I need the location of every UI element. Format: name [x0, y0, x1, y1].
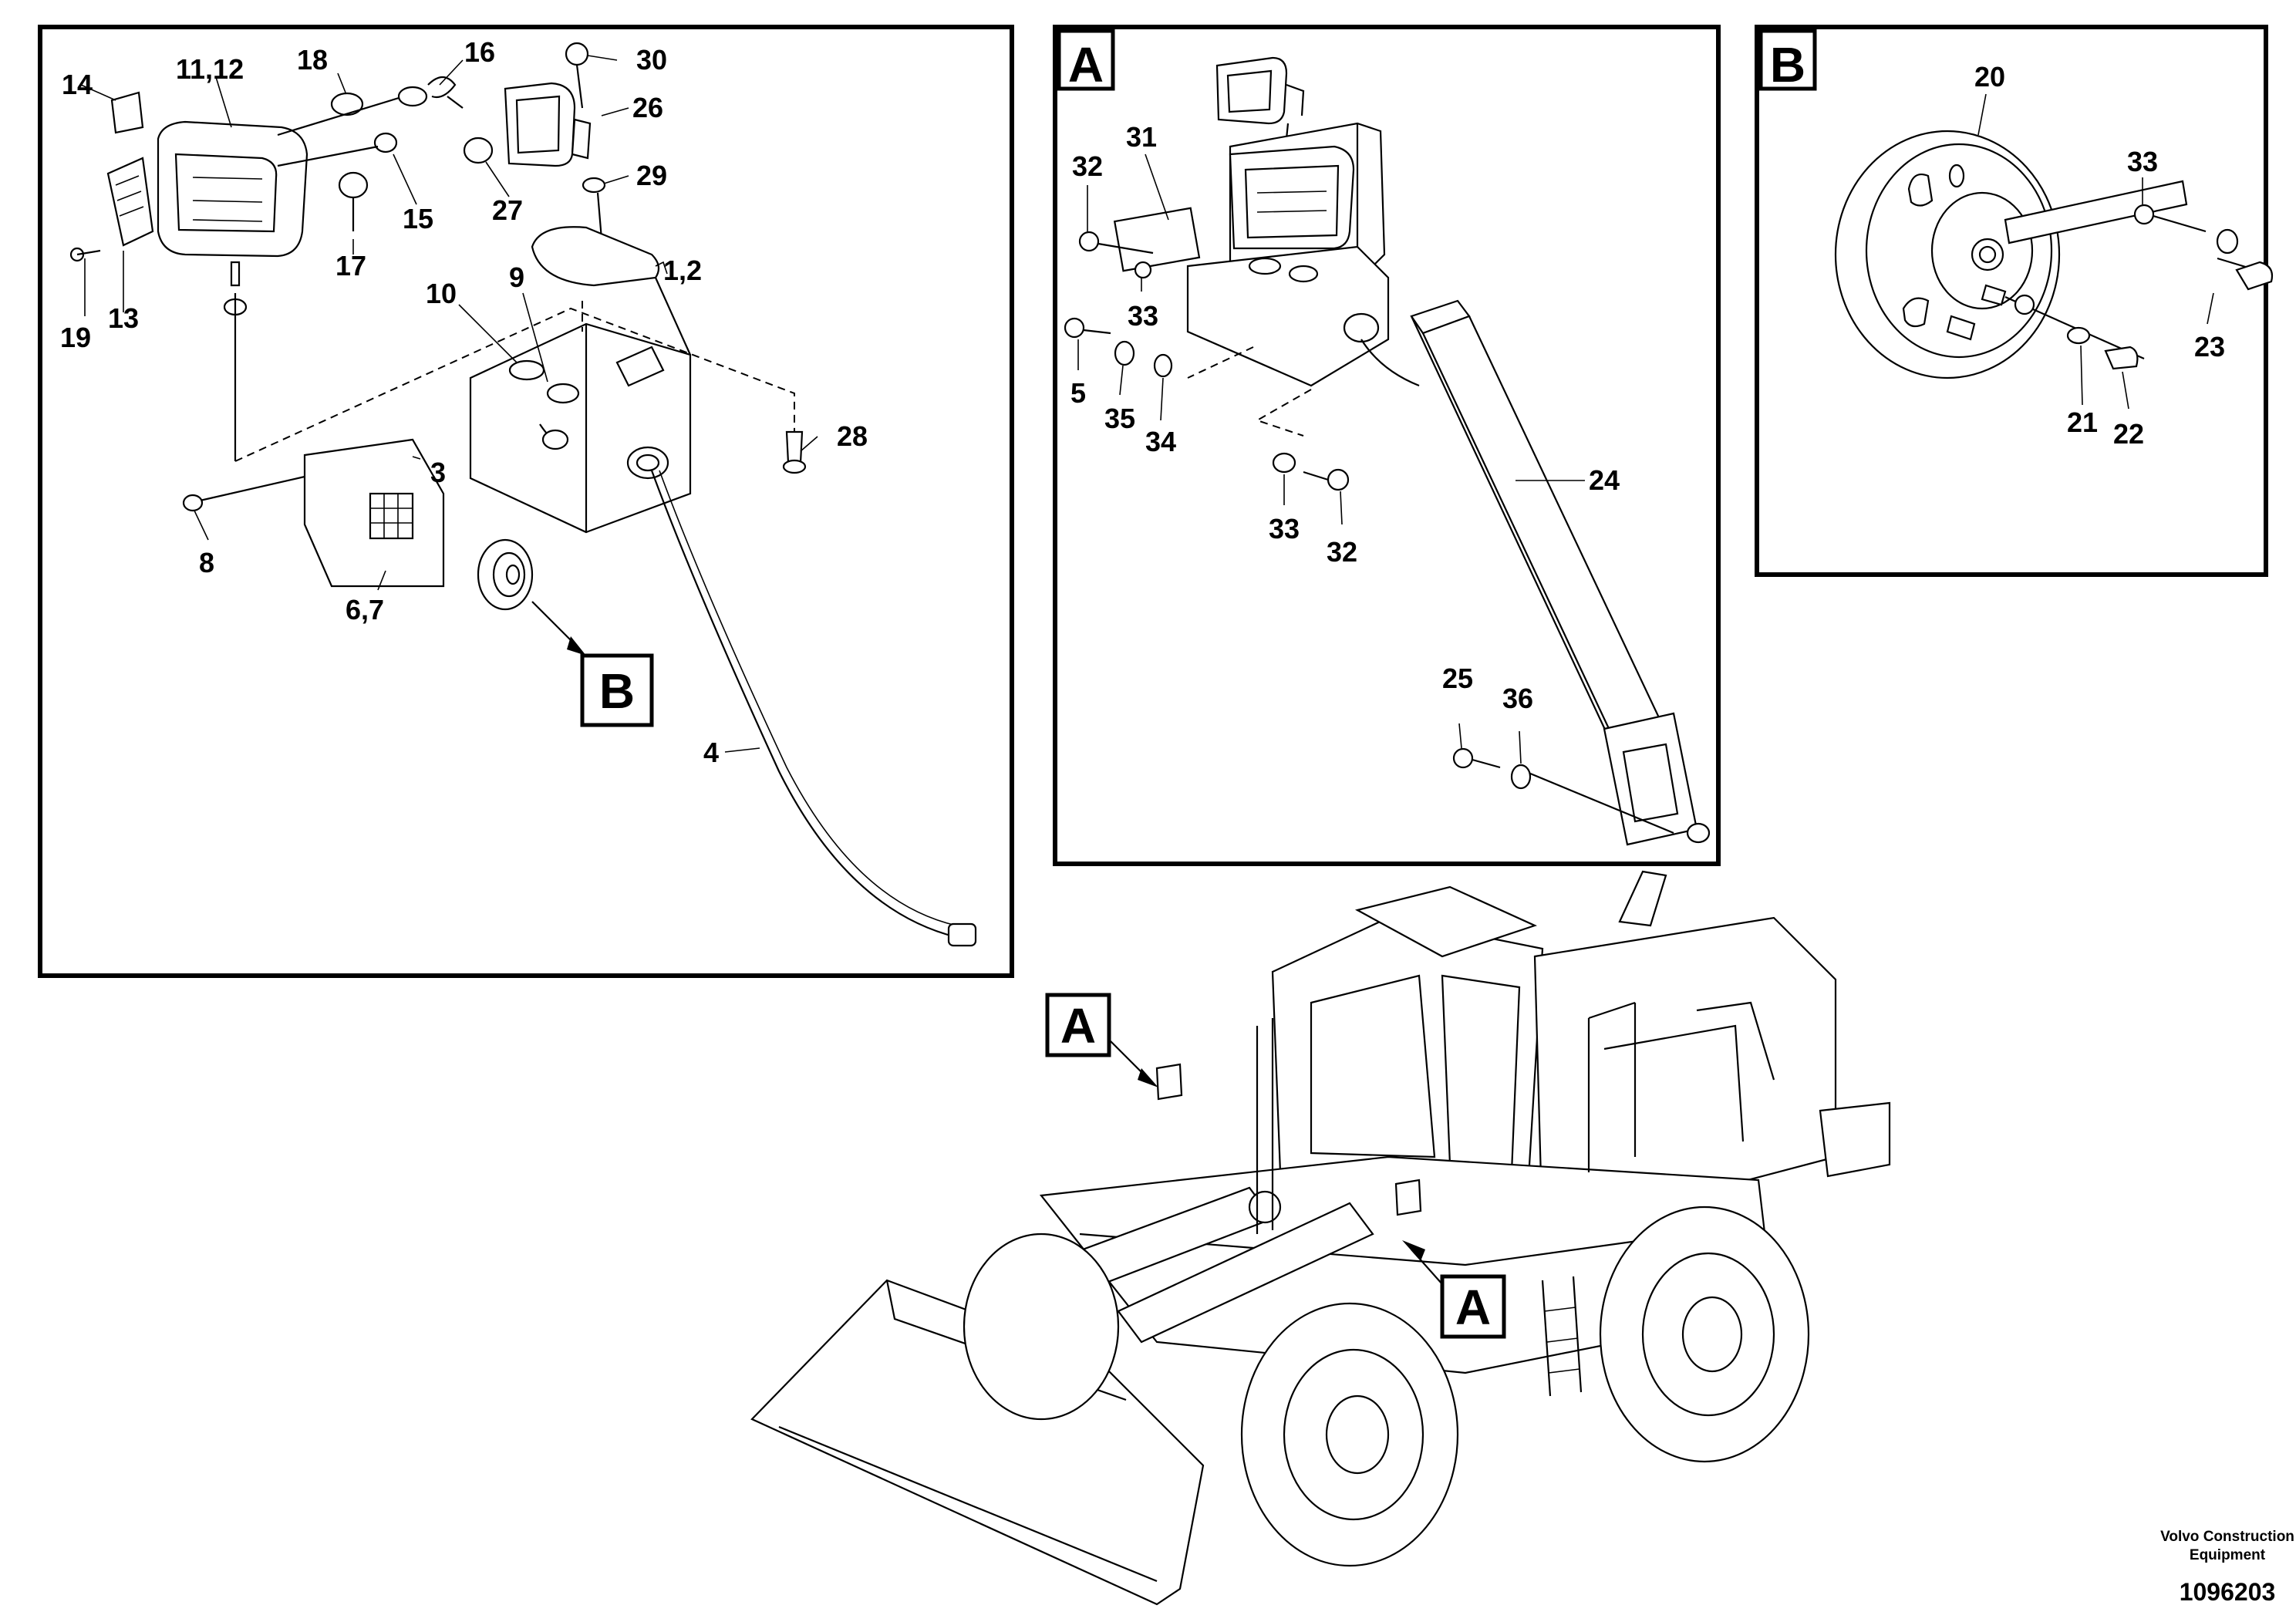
callout-a-32b: 32: [1327, 536, 1357, 568]
detail-a-panel: A: [1053, 25, 1721, 866]
callout-28: 28: [837, 420, 868, 452]
callout-4: 4: [703, 737, 719, 768]
mounting-post: [1410, 299, 1711, 846]
callout-b-20: 20: [1974, 61, 2005, 93]
callout-a-24: 24: [1589, 464, 1620, 496]
callout-a-5: 5: [1070, 377, 1086, 409]
detail-b-panel: B: [1755, 25, 2274, 577]
callout-a-31: 31: [1126, 121, 1157, 153]
machine-badge-a-1: A: [1045, 993, 1158, 1088]
brand-line1: Volvo Construction: [2160, 1529, 2294, 1545]
callout-a-36: 36: [1502, 683, 1533, 714]
svg-text:A: A: [1060, 998, 1096, 1054]
callout-10: 10: [426, 278, 457, 309]
callout-29: 29: [636, 160, 667, 191]
callout-11-12: 11,12: [176, 53, 244, 85]
callout-b-21: 21: [2067, 406, 2098, 438]
callout-6-7: 6,7: [346, 594, 384, 626]
svg-text:A: A: [1455, 1280, 1491, 1335]
callout-a-32: 32: [1072, 150, 1103, 182]
svg-text:B: B: [599, 663, 635, 719]
callout-17: 17: [335, 250, 366, 282]
callout-15: 15: [403, 203, 433, 234]
callout-26: 26: [632, 92, 663, 123]
work-lamp: [504, 42, 606, 240]
horn-small: [477, 538, 586, 656]
figure-number: 1096203: [2180, 1578, 2276, 1606]
callout-19: 19: [60, 322, 91, 353]
callout-16: 16: [464, 36, 495, 68]
plate: [182, 438, 445, 588]
callout-a-34: 34: [1145, 426, 1176, 457]
headlight-assembly: [69, 91, 308, 461]
callout-18: 18: [297, 44, 328, 76]
machine-badge-a-2: A: [1402, 1240, 1506, 1339]
bulb-parts: [277, 76, 494, 231]
callout-b-22: 22: [2113, 418, 2144, 450]
badge-a-detail: A: [1068, 37, 1104, 93]
fasteners-a: [1064, 207, 1532, 790]
leader-lines: [80, 55, 818, 753]
callout-3: 3: [430, 457, 446, 488]
callout-a-33: 33: [1128, 300, 1158, 332]
callout-14: 14: [62, 69, 93, 100]
wheel-loader: [750, 870, 1891, 1606]
callout-b-33: 33: [2127, 146, 2158, 177]
bracket-with-lamps: [1186, 56, 1420, 437]
callout-8: 8: [199, 547, 214, 578]
callout-30: 30: [636, 44, 667, 76]
callout-9: 9: [509, 261, 524, 293]
bracket-box: [234, 226, 807, 534]
callout-13: 13: [108, 302, 139, 334]
callout-1-2: 1,2: [663, 255, 702, 286]
callout-a-25: 25: [1442, 663, 1473, 694]
badge-b-main: B: [580, 653, 654, 727]
callout-27: 27: [492, 194, 523, 226]
main-panel: 14 11,12 18 16 30 26 29 27 15 17 19 13 1…: [38, 25, 1014, 978]
horn-detail: [1834, 130, 2274, 379]
cable-4: [650, 470, 957, 939]
leader-lines-b: [1977, 93, 2214, 410]
brand-line2: Equipment: [2190, 1547, 2266, 1563]
leader-lines-a: [1077, 153, 1585, 764]
callout-a-35: 35: [1104, 403, 1135, 434]
badge-b-detail: B: [1770, 37, 1805, 93]
callout-b-23: 23: [2194, 331, 2225, 363]
callout-a-33b: 33: [1269, 513, 1300, 545]
footer: Volvo Construction Equipment 1096203: [2160, 1529, 2294, 1606]
